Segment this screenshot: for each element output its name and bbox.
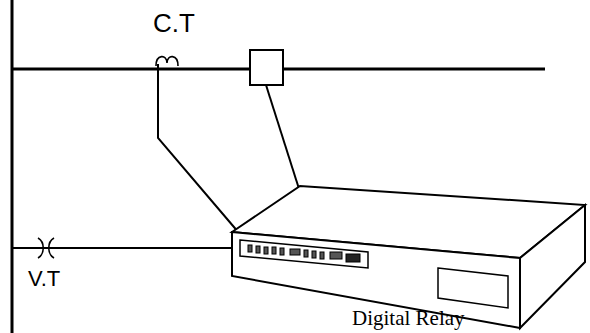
relay-side (520, 205, 585, 328)
ct-symbol (156, 57, 178, 66)
trip-wire (266, 85, 300, 192)
vt-symbol (49, 238, 54, 258)
breaker-box (250, 50, 283, 85)
indicator-lights (248, 245, 360, 262)
ct-wire (158, 64, 245, 240)
vt-symbol (38, 238, 43, 258)
vt-label: V.T (28, 268, 60, 290)
bus-bar (11, 0, 14, 333)
vt-wire (12, 247, 236, 249)
indicator-panel (240, 240, 368, 268)
relay-front (232, 232, 520, 328)
display-screen (438, 268, 508, 308)
relay-label: Digital Relay (352, 308, 465, 329)
ct-label: C.T (153, 10, 195, 36)
